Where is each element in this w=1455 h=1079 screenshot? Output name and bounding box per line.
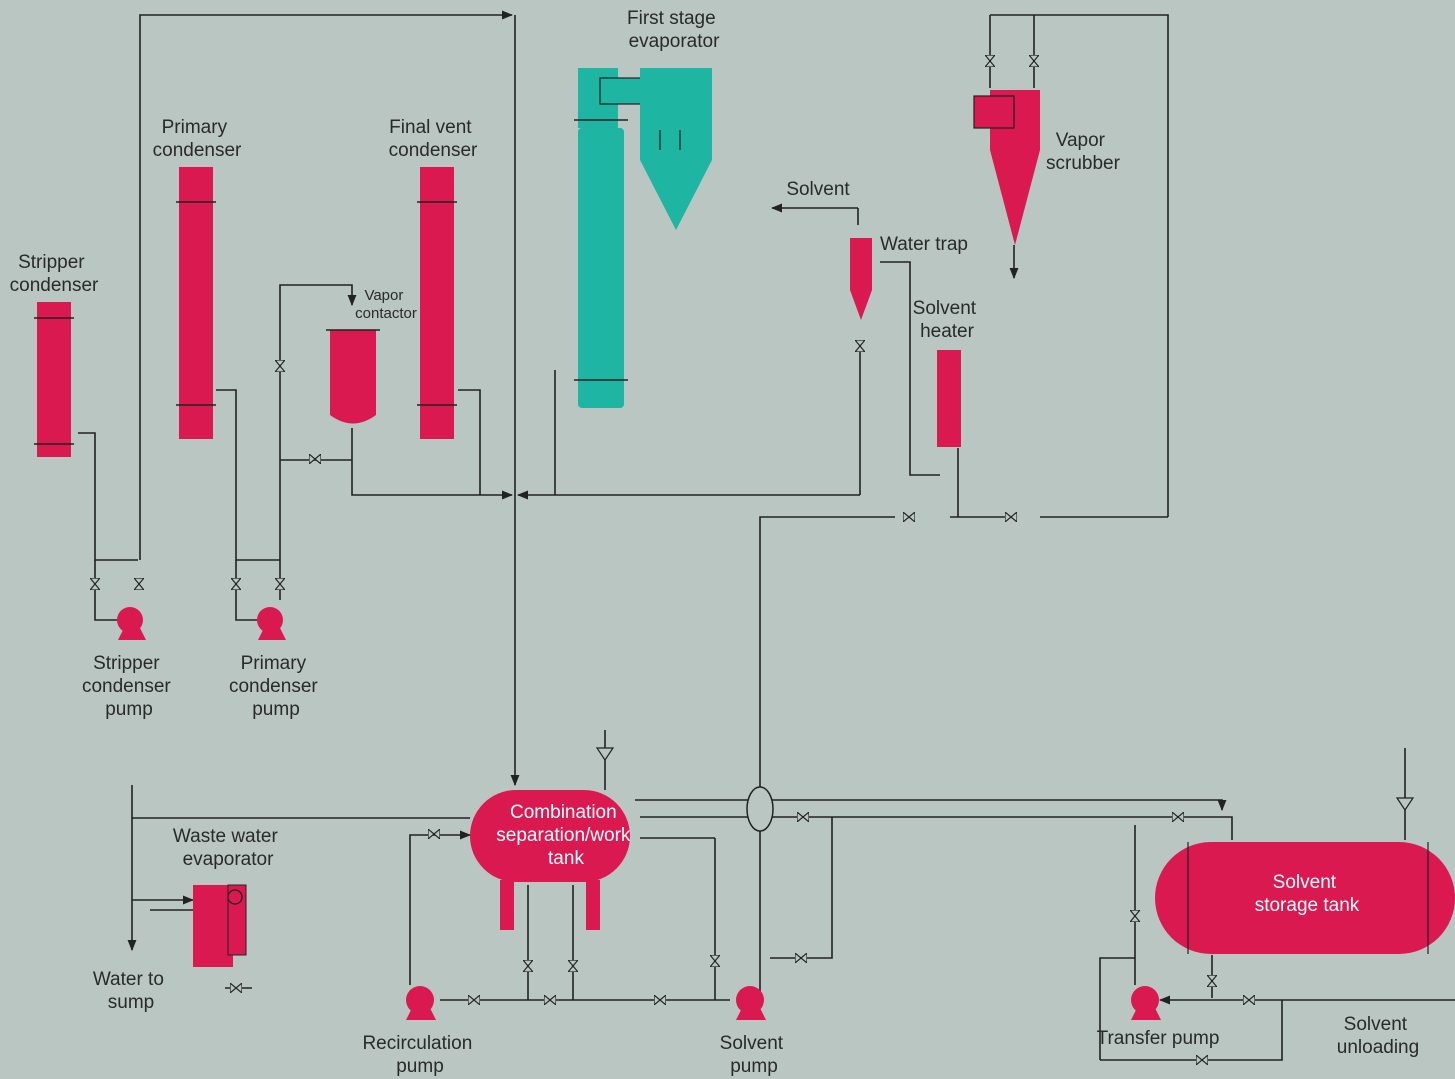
label-solvent-out: Solvent <box>786 179 850 200</box>
label-recirculation-pump: Recirculation pump <box>362 1033 477 1077</box>
primary-condenser <box>176 167 216 439</box>
label-solvent-pump: Solvent pump <box>720 1033 789 1077</box>
label-solvent-storage-tank: Solvent storage tank <box>1255 872 1360 916</box>
label-primary-condenser: Primary condenser <box>153 117 242 161</box>
recirculation-pump <box>406 986 436 1020</box>
first-stage-evaporator <box>574 68 712 408</box>
transfer-pump <box>1131 986 1161 1020</box>
label-water-to-sump: Water to sump <box>93 969 169 1013</box>
labels: Stripper condenser Primary condenser Fin… <box>10 8 1420 1077</box>
vapor-contactor <box>326 329 380 424</box>
pipe-crossover <box>746 786 774 832</box>
solvent-storage-tank <box>1155 842 1455 954</box>
final-vent-condenser <box>417 167 457 439</box>
label-first-stage-evaporator: First stage evaporator <box>627 8 721 52</box>
label-primary-condenser-pump: Primary condenser pump <box>229 653 323 720</box>
label-transfer-pump: Transfer pump <box>1097 1028 1220 1049</box>
combination-tank <box>470 790 630 930</box>
label-final-vent-condenser: Final vent condenser <box>389 117 478 161</box>
vapor-scrubber <box>973 90 1040 245</box>
label-stripper-condenser-pump: Stripper condenser pump <box>82 653 176 720</box>
label-vapor-scrubber: Vapor scrubber <box>1046 130 1121 174</box>
label-solvent-heater: Solvent heater <box>913 298 982 342</box>
label-stripper-condenser: Stripper condenser <box>10 252 99 296</box>
waste-water-evaporator <box>193 884 247 967</box>
solvent-heater <box>937 350 961 447</box>
water-trap <box>850 238 872 320</box>
label-waste-water-evaporator: Waste water evaporator <box>173 826 283 870</box>
solvent-pump <box>736 986 766 1020</box>
stripper-condenser <box>34 302 74 457</box>
label-water-trap: Water trap <box>880 234 968 255</box>
label-vapor-contactor: Vapor contactor <box>355 287 417 322</box>
label-combination-tank: Combination separation/work tank <box>496 802 635 869</box>
primary-condenser-pump <box>257 607 286 640</box>
stripper-condenser-pump <box>117 607 146 640</box>
label-solvent-unloading: Solvent unloading <box>1337 1014 1419 1058</box>
vent-caps <box>595 747 1415 812</box>
